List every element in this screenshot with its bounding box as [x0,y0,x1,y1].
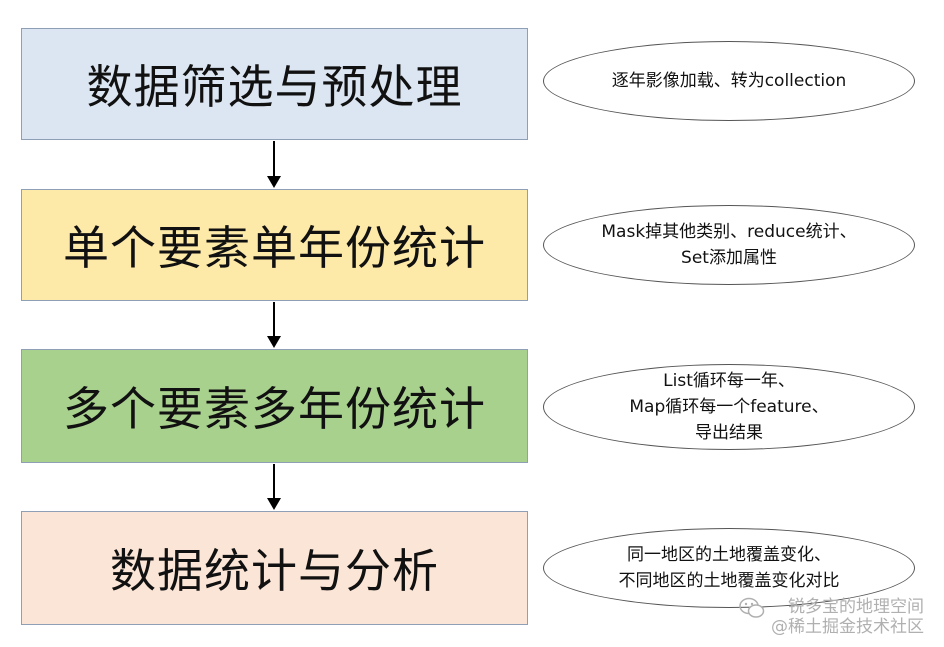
step-4-label: 数据统计与分析 [110,544,439,598]
note-2-ellipse: Mask掉其他类别、reduce统计、 Set添加属性 [543,205,915,285]
step-3-box: 多个要素多年份统计 [21,349,528,463]
watermark-account: 锐多宝的地理空间 [788,597,924,617]
note-4-ellipse: 同一地区的土地覆盖变化、 不同地区的土地覆盖变化对比 [543,528,915,608]
note-1-line-1: 逐年影像加载、转为collection [611,71,847,91]
step-2-box: 单个要素单年份统计 [21,189,528,301]
step-4-box: 数据统计与分析 [21,511,528,625]
note-4-line-2: 不同地区的土地覆盖变化对比 [618,571,840,591]
note-2-line-1: Mask掉其他类别、reduce统计、 [601,222,857,242]
arrow-down-icon [267,176,281,188]
arrow-down-icon [267,498,281,510]
connector-1 [273,141,275,176]
step-3-label: 多个要素多年份统计 [63,382,486,436]
watermark: 锐多宝的地理空间 @稀土掘金技术社区 [739,597,924,637]
step-1-box: 数据筛选与预处理 [21,28,528,140]
wechat-icon [739,597,765,624]
note-3-line-3: 导出结果 [695,423,763,443]
arrow-down-icon [267,336,281,348]
note-1-ellipse: 逐年影像加载、转为collection [543,41,915,121]
step-2-label: 单个要素单年份统计 [63,221,486,275]
connector-3 [273,464,275,498]
note-3-line-1: List循环每一年、 [663,371,795,391]
connector-2 [273,302,275,336]
note-2-line-2: Set添加属性 [681,248,777,268]
step-1-label: 数据筛选与预处理 [86,60,463,114]
note-3-line-2: Map循环每一个feature、 [629,397,829,417]
note-3-ellipse: List循环每一年、 Map循环每一个feature、 导出结果 [543,364,915,450]
note-4-line-1: 同一地区的土地覆盖变化、 [627,545,831,565]
watermark-community: @稀土掘金技术社区 [771,617,924,637]
